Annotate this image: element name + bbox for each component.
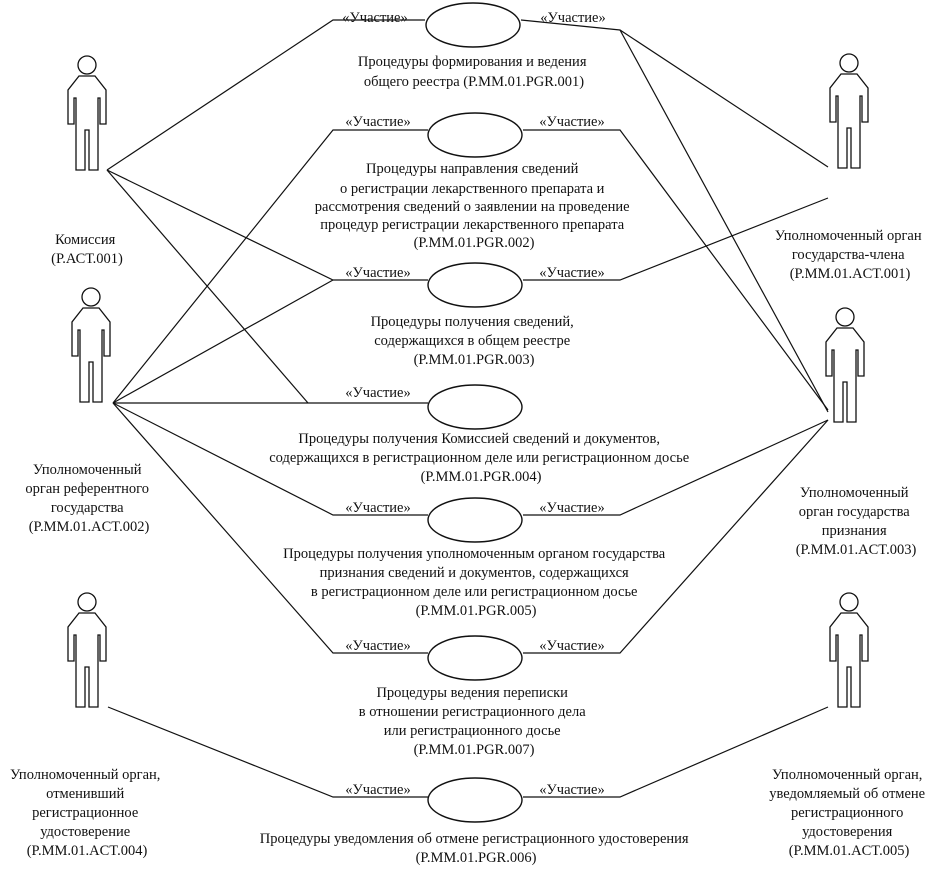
usecase-label-pgr003: Процедуры получения сведений, содержащих… [371,314,578,368]
actor-reference-figure[interactable] [71,287,111,403]
actor-label-member: Уполномоченный орган государства-члена (… [775,228,925,282]
usecase-label-pgr001: Процедуры формирования и ведения общего … [358,54,590,90]
assoc-pgr002-recognition [523,129,829,411]
stereotype-label: «Участие» [539,782,604,798]
assoc-pgr006-notified [523,706,829,798]
usecase-label-pgr002: Процедуры направления сведений о регистр… [315,161,633,251]
stereotype-labels: «Участие» «Участие» «Участие» «Участие» … [342,10,605,798]
assoc-commission-pgr004 [106,169,309,404]
usecase-pgr002[interactable] [427,112,523,158]
actor-head [839,53,859,73]
assoc-reference-pgr002 [112,129,428,404]
stereotype-label: «Участие» [342,10,407,26]
assoc-pgr001-member [520,19,829,168]
assoc-commission-pgr001 [106,19,425,171]
stereotype-label: «Участие» [539,500,604,516]
association-lines [106,19,829,798]
assoc-reference-pgr007 [112,402,428,654]
usecase-pgr005[interactable] [427,497,523,543]
stereotype-label: «Участие» [540,10,605,26]
usecase-pgr006[interactable] [427,777,523,823]
actor-figures [67,53,869,708]
actor-recognition-figure[interactable] [825,307,865,423]
actor-head [77,592,97,612]
usecase-label-pgr006: Процедуры уведомления об отмене регистра… [260,831,692,866]
stereotype-label: «Участие» [345,638,410,654]
usecase-pgr001[interactable] [425,2,521,48]
actor-label-recognition: Уполномоченный орган государства признан… [796,485,917,558]
stereotype-label: «Участие» [539,265,604,281]
actor-label-notified: Уполномоченный орган, уведомляемый об от… [769,767,929,859]
usecase-labels: Процедуры формирования и ведения общего … [260,54,693,866]
actor-body [71,307,111,403]
actor-body [829,612,869,708]
assoc-pgr003-member [523,197,829,281]
actor-notified-figure[interactable] [829,592,869,708]
actor-body [67,612,107,708]
stereotype-label: «Участие» [539,638,604,654]
stereotype-label: «Участие» [345,500,410,516]
actor-body [829,73,869,169]
assoc-revoking-pgr006 [107,706,428,798]
usecase-label-pgr007: Процедуры ведения переписки в отношении … [359,685,590,758]
actor-head [839,592,859,612]
stereotype-label: «Участие» [345,782,410,798]
usecase-pgr007[interactable] [427,635,523,681]
assoc-reference-pgr005 [112,402,428,516]
actor-body [67,75,107,171]
actor-labels: Комиссия (Р.АСТ.001) Уполномоченный орга… [10,228,929,859]
usecase-label-pgr005: Процедуры получения уполномоченным орган… [283,546,669,619]
actor-commission-figure[interactable] [67,55,107,171]
usecase-label-pgr004: Процедуры получения Комиссией сведений и… [269,431,693,485]
actor-head [77,55,97,75]
assoc-pgr001-recognition [619,29,829,413]
stereotype-label: «Участие» [345,114,410,130]
assoc-reference-pgr003 [112,279,334,404]
actor-label-revoking: Уполномоченный орган, отменивший регистр… [10,767,164,859]
actor-label-commission: Комиссия (Р.АСТ.001) [51,232,123,267]
actor-revoking-figure[interactable] [67,592,107,708]
usecase-pgr003[interactable] [427,262,523,308]
assoc-pgr005-recognition [523,419,829,516]
actor-head [835,307,855,327]
stereotype-label: «Участие» [345,265,410,281]
assoc-pgr007-recognition [523,419,829,654]
stereotype-label: «Участие» [539,114,604,130]
stereotype-label: «Участие» [345,385,410,401]
actor-body [825,327,865,423]
actor-member-figure[interactable] [829,53,869,169]
usecase-pgr004[interactable] [427,384,523,430]
actor-head [81,287,101,307]
actor-label-reference: Уполномоченный орган референтного госуда… [25,462,152,535]
usecase-ellipses [425,2,523,823]
